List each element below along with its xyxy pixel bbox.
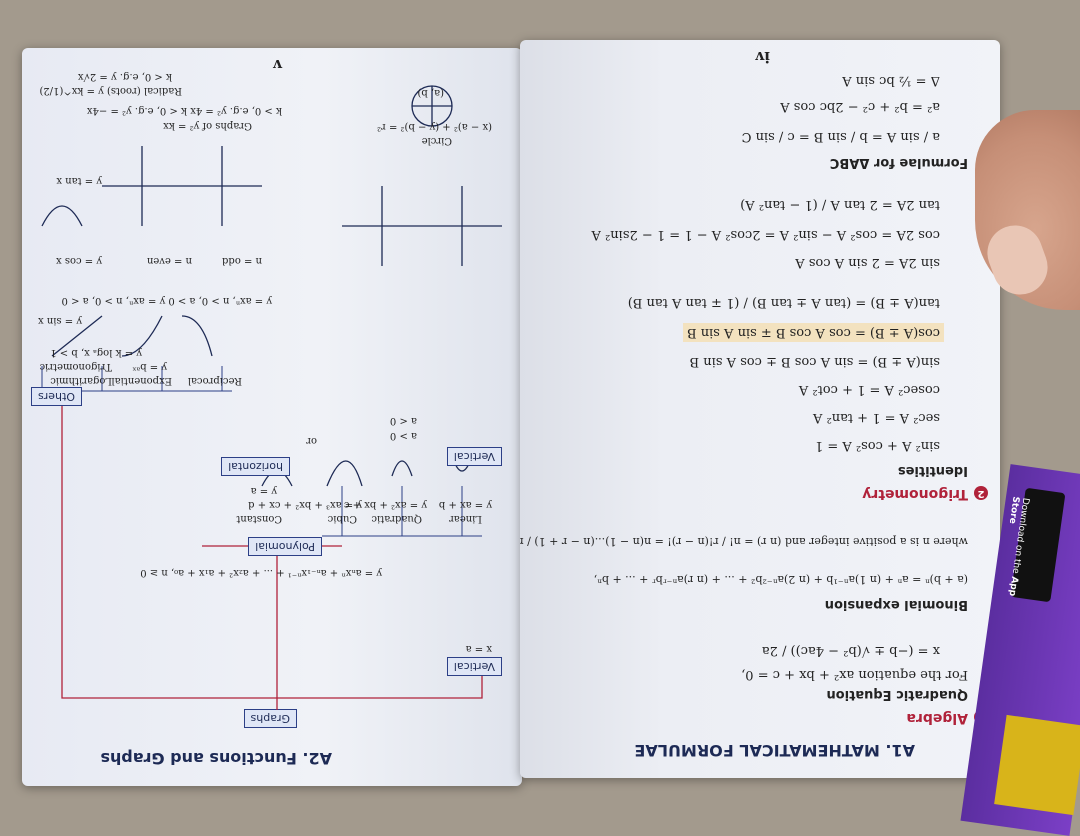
radical-label: Radical (roots) y = kx^(1/2) xyxy=(39,85,182,96)
binomial-where: where n is a positive integer and (n r) … xyxy=(520,535,968,548)
cubic-eq: y = ax³ + bx² + cx + d xyxy=(248,499,362,510)
radical-k: k < 0, e.g. y = 2√x xyxy=(77,71,172,82)
cos-label: y = cos x xyxy=(56,255,102,266)
quadratic-formula: x = (−b ± √(b² − 4ac)) / 2a xyxy=(761,643,940,658)
identity-8: cos 2A = cos² A − sin² A = 2cos² A − 1 =… xyxy=(591,227,941,242)
triangle-title: Formulae for ΔABC xyxy=(829,155,968,170)
area-rule: Δ = ½ bc sin A xyxy=(842,73,940,88)
recip-even: n = even xyxy=(146,255,192,266)
identity-2: sec² A = 1 + tan² A xyxy=(812,410,940,425)
others-category: Others xyxy=(31,387,82,406)
left-page-number: v xyxy=(273,56,282,74)
trigonometric-label: Trigonometric xyxy=(39,361,112,372)
reciprocal-eq: y = axⁿ, n > 0, a > 0 y = axⁿ, n > 0, a … xyxy=(61,295,272,306)
sine-rule: a / sin A = b / sin B = c / sin C xyxy=(741,129,941,144)
identities-title: Identities xyxy=(897,463,968,478)
identity-5: cos(A ± B) = cos A cos B ∓ sin A sin B xyxy=(683,323,944,342)
trigonometry-number-badge: 2 xyxy=(974,486,988,500)
constant-eq: y = a xyxy=(250,485,277,496)
trigonometry-heading-text: Trigonometry xyxy=(862,486,968,502)
graphs-k-label: k > 0, e.g. y² = 4x k < 0, e.g. y² = −4x xyxy=(86,105,282,116)
logarithmic-label: Logarithmic xyxy=(50,375,112,386)
circle-center: (a, b) xyxy=(417,87,444,98)
circle-eq: (x − a)² + (y − b)² = r² xyxy=(376,121,492,132)
reciprocal-label: Reciprocal xyxy=(187,375,242,386)
or-label: or xyxy=(306,435,317,446)
right-page-title: A1. MATHEMATICAL FORMULAE xyxy=(634,741,915,760)
vertical-box: Vertical xyxy=(446,447,502,466)
recip-odd: n = odd xyxy=(222,255,262,266)
quadratic-label: Quadratic xyxy=(371,513,422,524)
identity-7: sin 2A = 2 sin A cos A xyxy=(795,255,940,270)
constant-label: Constant xyxy=(236,513,282,524)
yellow-book-cover xyxy=(994,714,1080,816)
left-page: A2. Functions and Graphs Graphs xyxy=(22,48,522,786)
exponential-label: Exponential xyxy=(111,375,172,386)
trigonometry-heading: 2 Trigonometry xyxy=(862,486,988,502)
horizontal-box: horizontal xyxy=(221,457,290,476)
polynomial-eq: y = aₙxⁿ + aₙ₋₁xⁿ⁻¹ + ... + a₂x² + a₁x +… xyxy=(140,567,382,578)
sin-label: y = sin x xyxy=(38,315,82,326)
cubic-label: Cubic xyxy=(327,513,357,524)
algebra-heading-text: Algebra xyxy=(906,710,968,726)
circle-label: Circle xyxy=(421,135,452,146)
a-positive: a > 0 xyxy=(389,430,417,441)
identity-3: cosec² A = 1 + cot² A xyxy=(798,382,940,397)
a-negative: a < 0 xyxy=(389,415,417,426)
binomial-title: Binomial expansion xyxy=(824,597,968,612)
exponential-eq: y = bᵃˣ xyxy=(132,361,167,372)
photo-scene: A2. Functions and Graphs Graphs xyxy=(22,40,1080,836)
cosine-rule: a² = b² + c² − 2bc cos A xyxy=(780,99,940,114)
identity-9: tan 2A = 2 tan A / (1 − tan² A) xyxy=(740,197,940,212)
right-page-number: iv xyxy=(755,48,770,66)
right-page-content: A1. MATHEMATICAL FORMULAE 1Algebra Quadr… xyxy=(520,40,1000,778)
right-page: A1. MATHEMATICAL FORMULAE 1Algebra Quadr… xyxy=(520,40,1000,778)
identity-6: tan(A ± B) = (tan A ± tan B) / (1 ∓ tan … xyxy=(627,295,940,310)
graphs-of-label: Graphs of y² = kx xyxy=(163,120,252,131)
linear-eq: y = ax + b xyxy=(438,499,492,510)
identity-4: sin(A ± B) = sin A cos B ± cos A sin B xyxy=(689,354,940,369)
tan-label: y = tan x xyxy=(56,175,102,186)
quadratic-title: Quadratic Equation xyxy=(826,687,968,702)
binomial-formula: (a + b)ⁿ = aⁿ + (n 1)aⁿ⁻¹b + (n 2)aⁿ⁻²b²… xyxy=(593,573,968,586)
linear-label: Linear xyxy=(449,513,482,524)
polynomial-category: Polynomial xyxy=(248,537,322,556)
identity-1: sin² A + cos² A = 1 xyxy=(814,438,940,453)
vertical-category: Vertical xyxy=(446,657,502,676)
logarithmic-eq: y = k logₐ x, b > 1 xyxy=(50,347,142,358)
left-page-content: A2. Functions and Graphs Graphs xyxy=(22,48,522,786)
vertical-eq: x = a xyxy=(465,643,492,654)
quadratic-intro: For the equation ax² + bx + c = 0, xyxy=(741,667,968,682)
